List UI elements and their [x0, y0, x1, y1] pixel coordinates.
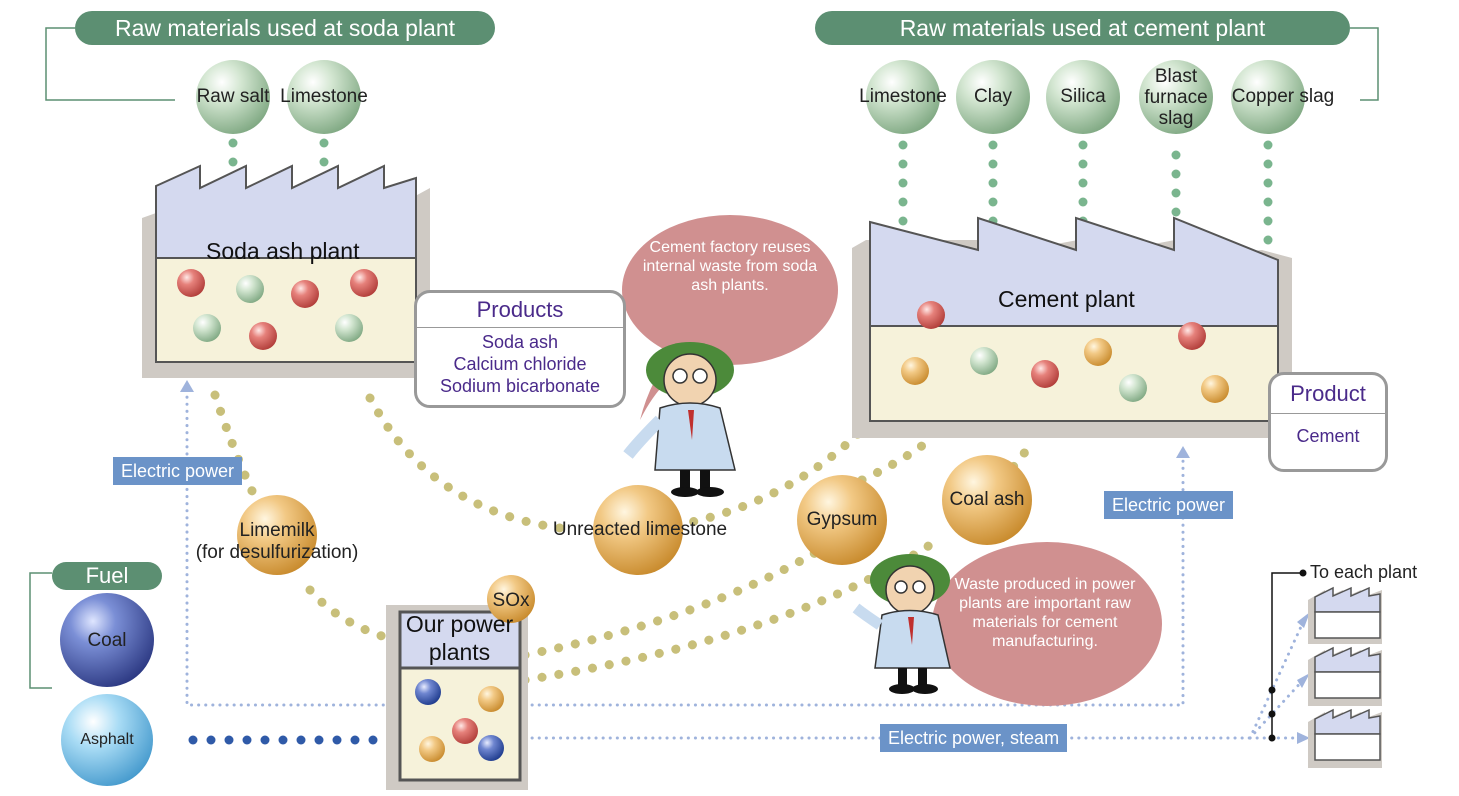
electric-power-left-label: Electric power — [113, 457, 243, 485]
gypsum-label: Gypsum — [806, 509, 878, 530]
sox-label: SOx — [492, 590, 530, 611]
coal-label: Coal — [87, 630, 127, 651]
raw-material-balls — [196, 60, 1305, 134]
soda-products-title: Products — [417, 293, 623, 328]
cement-limestone-label: Limestone — [859, 86, 947, 107]
silica-label: Silica — [1060, 86, 1106, 107]
electric-power-steam-label: Electric power, steam — [880, 724, 1068, 752]
product-soda-ash: Soda ash — [481, 332, 559, 352]
cement-plant-building — [852, 216, 1292, 438]
soda-products-box: Products Soda ash Calcium chloride Sodiu… — [414, 290, 626, 408]
header-brackets — [29, 27, 1379, 689]
soda-limestone-label: Limestone — [280, 86, 368, 107]
scientist-bottom — [852, 554, 951, 694]
scientist-top — [623, 342, 736, 497]
product-sodium-bicarbonate: Sodium bicarbonate — [439, 376, 601, 396]
power-arrowheads — [180, 380, 1310, 744]
soda-ash-plant-label: Soda ash plant — [206, 238, 360, 264]
fuel-header: Fuel — [52, 562, 162, 590]
speech-bottom-text: Waste produced in power plants are impor… — [954, 576, 1136, 650]
product-cement: Cement — [1296, 426, 1360, 446]
copper-slag-label: Copper slag — [1231, 86, 1335, 107]
product-calcium-chloride: Calcium chloride — [453, 354, 587, 374]
cement-product-box: Product Cement — [1268, 372, 1388, 472]
cement-raw-materials-header: Raw materials used at cement plant — [815, 11, 1350, 45]
soda-ash-plant-building — [142, 164, 430, 378]
fuel-feed-line — [188, 735, 378, 745]
raw-salt-label: Raw salt — [196, 86, 270, 107]
speech-top-text: Cement factory reuses internal waste fro… — [642, 239, 818, 294]
asphalt-label: Asphalt — [80, 731, 134, 748]
clay-label: Clay — [973, 86, 1012, 107]
fuel-balls — [60, 593, 154, 786]
soda-raw-materials-header: Raw materials used at soda plant — [75, 11, 495, 45]
power-plant-building — [386, 605, 528, 790]
to-each-plant-label: To each plant — [1310, 562, 1418, 582]
small-factories — [1308, 586, 1382, 768]
power-lines — [185, 388, 1307, 740]
flow-balls — [237, 455, 1032, 623]
cement-plant-label: Cement plant — [998, 286, 1135, 312]
coal-ash-label: Coal ash — [949, 489, 1025, 510]
power-plant-label: Our power plants — [405, 611, 514, 665]
electric-power-right-label: Electric power — [1104, 491, 1234, 519]
limemilk-note-label: (for desulfurization) — [195, 542, 359, 563]
distribution-line — [1271, 572, 1302, 738]
limemilk-label: Limemilk — [239, 520, 315, 541]
blast-furnace-slag-label: Blast furnace slag — [1144, 66, 1208, 129]
cement-product-title: Product — [1271, 375, 1385, 414]
unreacted-limestone-label: Unreacted limestone — [552, 519, 728, 540]
